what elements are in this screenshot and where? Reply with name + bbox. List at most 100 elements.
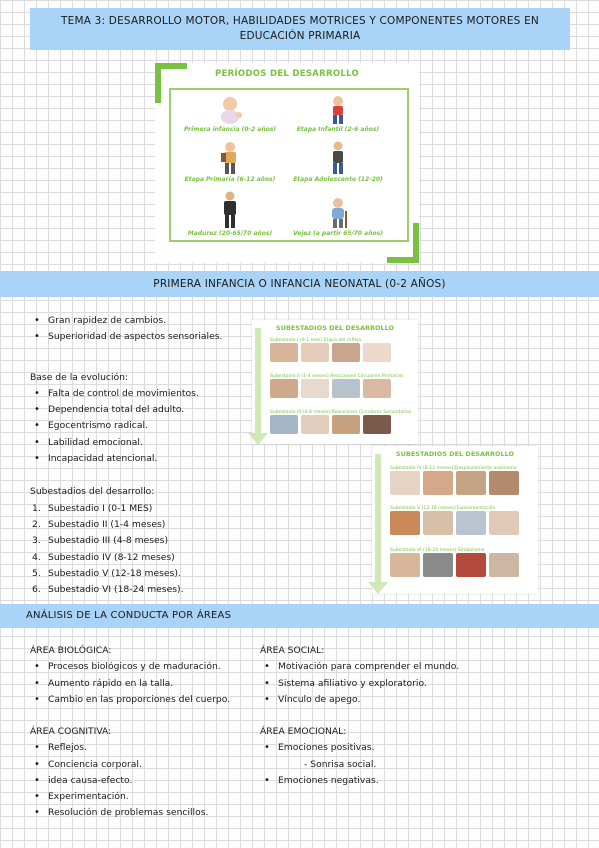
photo	[301, 415, 329, 434]
list-item: Resolución de problemas sencillos.	[30, 805, 255, 822]
list-item: 3.Subestadio III (4-8 meses)	[32, 535, 169, 547]
area-heading: ÁREA BIOLÓGICA:	[30, 645, 112, 656]
photo	[456, 553, 486, 577]
list-item: Experimentación.	[30, 789, 255, 806]
section-heading-primera-infancia: PRIMERA INFANCIA O INFANCIA NEONATAL (0-…	[0, 271, 599, 297]
list-item: 1.Subestadio I (0-1 MES)	[32, 502, 153, 514]
photo	[423, 471, 453, 495]
area-list: Procesos biológicos y de maduración. Aum…	[30, 659, 255, 708]
substage-row: Subestadio III (4-8 meses):Reacciones Ci…	[270, 410, 411, 438]
period-label: Etapa Adolescente (12-20)	[293, 176, 383, 183]
period-label: Primera infancia (0-2 años)	[183, 126, 277, 133]
list-item: Sistema afiliativo y exploratorio.	[260, 676, 490, 693]
list-item: Incapacidad atencional.	[30, 451, 260, 468]
substage-row: Subestadio VI (18-24 meses):Simbolismo	[390, 548, 522, 581]
area-heading: ÁREA EMOCIONAL:	[260, 726, 347, 737]
list-item: Motivación para comprender el mundo.	[260, 659, 490, 676]
teen-icon	[333, 141, 343, 174]
period-label: Etapa Primaria (6-12 años)	[184, 176, 276, 183]
area-heading: ÁREA SOCIAL:	[260, 645, 325, 656]
arrow-shaft	[255, 328, 261, 436]
photo	[270, 379, 298, 398]
list-item: Gran rapidez de cambios.	[30, 313, 260, 330]
photo	[456, 471, 486, 495]
page-title: TEMA 3: DESARROLLO MOTOR, HABILIDADES MO…	[61, 15, 539, 42]
list-item: Procesos biológicos y de maduración.	[30, 659, 255, 676]
arrow-down-icon	[368, 582, 388, 594]
list-item: Labilidad emocional.	[30, 435, 260, 452]
photo	[363, 343, 391, 362]
period-label: Vejez (a partir 65/70 años)	[293, 230, 383, 237]
photo	[332, 415, 360, 434]
elder-icon	[332, 198, 347, 228]
substages-card-2: SUBESTADIOS DEL DESARROLLO Subestadio IV…	[368, 446, 538, 594]
photo	[301, 343, 329, 362]
list-item: Vínculo de apego.	[260, 692, 490, 709]
area-heading: ÁREA COGNITIVA:	[30, 726, 112, 737]
substages-card-title: SUBESTADIOS DEL DESARROLLO	[395, 450, 515, 458]
list-item: Emociones negativas.	[260, 773, 490, 790]
child-icon	[333, 96, 343, 124]
area-list: Reflejos. Conciencia corporal. idea caus…	[30, 740, 255, 822]
period-label: Etapa Infantil (2-6 años)	[296, 126, 380, 133]
photo	[423, 553, 453, 577]
substage-row: Subestadio II (1-4 meses):Reacciones Cir…	[270, 374, 403, 402]
frame-corner-top-left	[155, 63, 187, 103]
photo	[270, 343, 298, 362]
list-item: Reflejos.	[30, 740, 255, 757]
period-madurez: Madurez (20-65/70 años)	[175, 191, 285, 237]
period-etapa-adolescente: Etapa Adolescente (12-20)	[283, 141, 393, 183]
baby-icon	[221, 97, 242, 124]
page-title-banner: TEMA 3: DESARROLLO MOTOR, HABILIDADES MO…	[30, 8, 570, 50]
section-heading-areas: ANÁLISIS DE LA CONDUCTA POR ÁREAS	[0, 604, 599, 628]
period-etapa-infantil: Etapa Infantil (2-6 años)	[283, 95, 393, 133]
schoolchild-icon	[221, 142, 236, 174]
photo	[489, 511, 519, 535]
intro-list: Gran rapidez de cambios. Superioridad de…	[30, 313, 260, 346]
photo	[363, 415, 391, 434]
list-item: Cambio en las proporciones del cuerpo.	[30, 692, 255, 709]
periods-figure: PERÍODOS DEL DESARROLLO Primera infancia…	[155, 63, 419, 263]
area-list: Motivación para comprender el mundo. Sis…	[260, 659, 490, 708]
adult-icon	[224, 191, 236, 228]
arrow-shaft	[375, 454, 381, 584]
list-item: Emociones positivas.	[260, 740, 490, 757]
area-list: Emociones positivas.	[260, 740, 490, 757]
photo	[332, 379, 360, 398]
substages-list: 1.Subestadio I (0-1 MES) 2.Subestadio II…	[30, 501, 260, 599]
photo	[489, 471, 519, 495]
photo	[390, 511, 420, 535]
list-item: 4.Subestadio IV (8-12 meses)	[32, 551, 175, 563]
sub-list-item: - Sonrisa social.	[304, 758, 377, 770]
periods-frame	[169, 88, 409, 242]
substages-heading: Subestadios del desarrollo:	[30, 486, 155, 498]
photo	[301, 379, 329, 398]
area-biologica: ÁREA BIOLÓGICA: Procesos biológicos y de…	[30, 643, 255, 708]
list-item: Dependencia total del adulto.	[30, 402, 260, 419]
photo	[363, 379, 391, 398]
substages-card-1: SUBESTADIOS DEL DESARROLLO Subestadio I …	[248, 320, 418, 445]
substage-row: Subestadio IV (8-12 meses):Desplazamient…	[390, 466, 522, 499]
list-item: idea causa-efecto.	[30, 773, 255, 790]
evolution-heading: Base de la evolución:	[30, 371, 129, 383]
list-item: Egocentrismo radical.	[30, 418, 260, 435]
area-social: ÁREA SOCIAL: Motivación para comprender …	[260, 643, 490, 708]
photo	[489, 553, 519, 577]
period-primera-infancia: Primera infancia (0-2 años)	[175, 95, 285, 133]
photo	[332, 343, 360, 362]
list-item: Falta de control de movimientos.	[30, 386, 260, 403]
list-item: 6.Subestadio VI (18-24 meses).	[32, 584, 184, 596]
evolution-list: Falta de control de movimientos. Depende…	[30, 386, 260, 468]
substage-row: Subestadio I (0-1 mes):Etapa del reflejo	[270, 338, 394, 366]
list-item: 2.Subestadio II (1-4 meses)	[32, 518, 166, 530]
period-etapa-primaria: Etapa Primaria (6-12 años)	[175, 141, 285, 183]
substage-row: Subestadio V (12-18 meses):Experimentaci…	[390, 506, 522, 539]
photo	[390, 553, 420, 577]
arrow-down-icon	[248, 433, 268, 445]
photo	[423, 511, 453, 535]
photo	[390, 471, 420, 495]
photo	[270, 415, 298, 434]
list-item: 5.Subestadio V (12-18 meses).	[32, 567, 181, 579]
photo	[456, 511, 486, 535]
infancy-text: Gran rapidez de cambios. Superioridad de…	[30, 313, 260, 598]
